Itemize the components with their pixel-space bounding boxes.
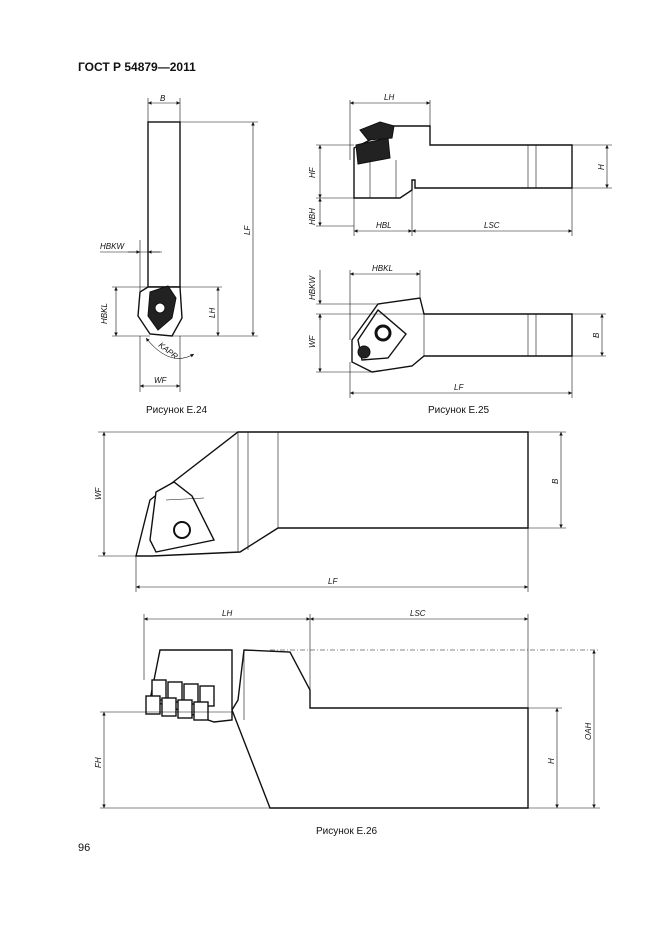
dim-label-oah: OAH xyxy=(584,722,593,740)
insert-e25a xyxy=(355,137,391,165)
tool-body-e26b xyxy=(231,649,529,809)
insert-e26a xyxy=(149,481,216,553)
dim-label-hbkl: HBKL xyxy=(100,303,109,324)
dim-label-hbh: HBH xyxy=(308,208,317,225)
dim-label-hbkl-e25: HBKL xyxy=(372,264,393,273)
dim-label-b-e26: B xyxy=(551,478,560,484)
dim-label-lf-e24: LF xyxy=(243,225,252,235)
dim-label-lh-e26: LH xyxy=(222,609,232,618)
page-number: 96 xyxy=(78,842,91,854)
caption-figure-e25: Рисунок Е.25 xyxy=(428,405,490,416)
dim-label-lh-e25: LH xyxy=(384,93,394,102)
insert-screw-e24 xyxy=(154,302,166,314)
dim-label-wf-e25: WF xyxy=(308,334,317,348)
dim-label-h-e26: H xyxy=(547,758,556,764)
dim-label-b-e25: B xyxy=(592,332,601,338)
figure-e26-top: WF LF B xyxy=(94,431,566,592)
figure-e24: B LF HBKW HBKL LH KAPR WF xyxy=(100,94,258,392)
dim-label-lsc-e25: LSC xyxy=(484,221,500,230)
figure-e26-bottom: LH LSC FH H OAH xyxy=(94,609,600,809)
dim-label-b-e24: B xyxy=(160,94,166,103)
figure-e25-bottom: HBKL HBKW WF LF B xyxy=(308,264,606,398)
caption-figure-e24: Рисунок Е.24 xyxy=(146,405,208,416)
dim-label-lf-e26: LF xyxy=(328,577,338,586)
dim-label-lsc-e26: LSC xyxy=(410,609,426,618)
dim-label-wf-e24: WF xyxy=(154,376,168,385)
dim-label-kapr: KAPR xyxy=(157,340,180,361)
dim-label-hbkw: HBKW xyxy=(100,242,125,251)
dim-label-lf-e25: LF xyxy=(454,383,464,392)
document-header: ГОСТ Р 54879—2011 xyxy=(78,60,196,74)
dim-label-hbkw-e25: HBKW xyxy=(308,275,317,300)
dim-label-hbl: HBL xyxy=(376,221,392,230)
dim-label-hf-e25: HF xyxy=(308,166,317,178)
inserts-e26b xyxy=(145,679,215,721)
dim-label-h-e25: H xyxy=(597,164,606,170)
clamp-e25a xyxy=(359,121,395,141)
dim-label-wf-e26: WF xyxy=(94,486,103,500)
figure-e25-top: LH HF HBH HBL LSC H xyxy=(308,93,612,236)
dim-label-lh-e24: LH xyxy=(208,308,217,318)
caption-figure-e26: Рисунок Е.26 xyxy=(316,826,378,837)
tool-shank-e24 xyxy=(147,121,181,288)
dim-label-fh: FH xyxy=(94,757,103,768)
